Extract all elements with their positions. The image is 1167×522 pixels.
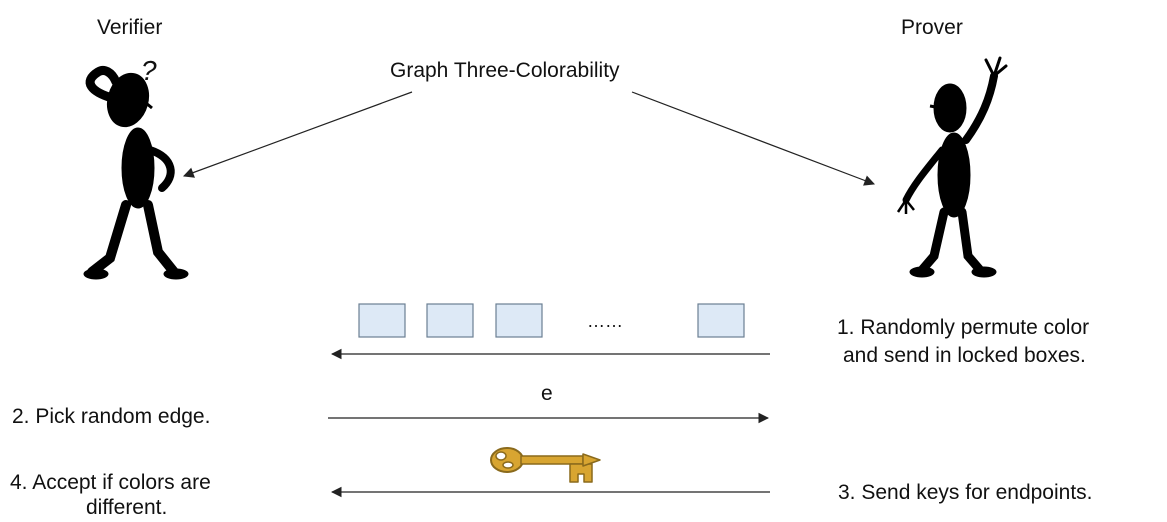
edge-label: e [541, 382, 553, 405]
locked-box-icon [358, 303, 406, 338]
box-ellipsis: …… [587, 311, 623, 331]
title-to-verifier-arrow [182, 91, 413, 178]
step4-line2: different. [86, 496, 168, 519]
step1-line2: and send in locked boxes. [843, 344, 1086, 367]
title-to-prover-arrow [631, 91, 876, 186]
key-icon [490, 447, 601, 483]
diagram-title: Graph Three-Colorability [390, 59, 620, 82]
locked-box-icon [495, 303, 543, 338]
locked-box-icon [426, 303, 474, 338]
prover-figure-icon [896, 56, 1008, 278]
step4-line1: 4. Accept if colors are [10, 471, 211, 494]
locked-box-icon [697, 303, 745, 338]
question-mark: ? [141, 55, 157, 86]
verifier-figure-icon [83, 66, 189, 280]
prover-label: Prover [901, 16, 963, 39]
step2-label: 2. Pick random edge. [12, 405, 211, 428]
step3-label: 3. Send keys for endpoints. [838, 481, 1093, 504]
step1-line1: 1. Randomly permute color [837, 316, 1090, 339]
verifier-label: Verifier [97, 16, 163, 39]
